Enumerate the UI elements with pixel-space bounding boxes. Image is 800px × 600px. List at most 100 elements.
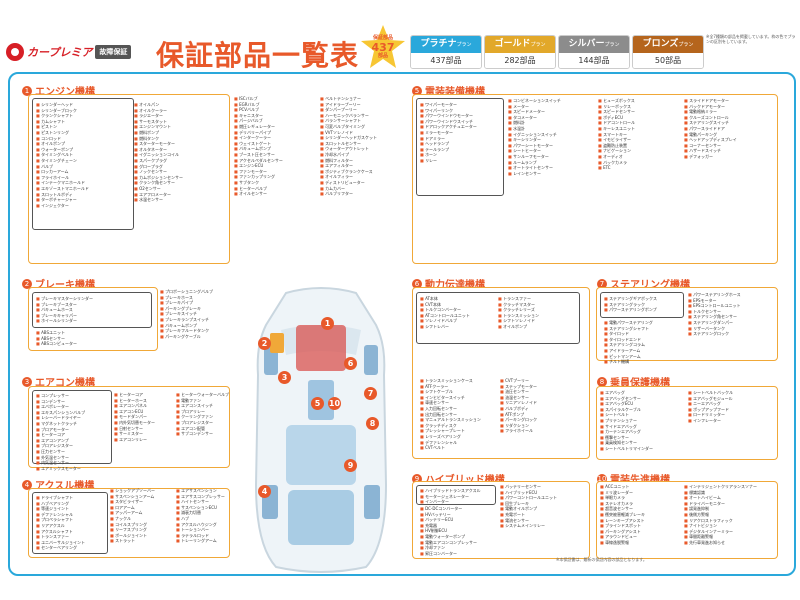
part-item: ピストン <box>36 124 128 130</box>
part-item: ブースト圧センサー <box>234 152 318 158</box>
part-item: コンプレッサー <box>36 393 108 399</box>
part-item: サーミスター <box>114 431 172 437</box>
engine-col-a: シリンダーヘッドシリンダーブロッククランクシャフトカムシャフトピストンピストンリ… <box>36 102 128 208</box>
marker-hybrid: 9 <box>344 459 357 472</box>
part-item: ワイパーモーター <box>420 102 500 108</box>
part-item: 電動オイルポンプ <box>500 506 584 512</box>
part-item: タイミングチェーン <box>36 158 128 164</box>
part-item: シートベルトバックル <box>688 390 772 396</box>
part-item: ソレノイドバルブ <box>420 318 494 324</box>
part-item: エンジンECU <box>234 163 318 169</box>
part-item: シフトソレノイド <box>498 318 574 324</box>
part-item: 標識認識 <box>684 490 772 496</box>
part-item: バッテリーセンサー <box>500 484 584 490</box>
part-item: 衝撃センサー <box>600 435 680 441</box>
part-item: アクスルシャフト <box>36 529 104 535</box>
part-item: EPSコントロールユニット <box>688 303 772 309</box>
advanced-col-b: インテリジェントクリアランスソナー標識認識オートハイビームドライバーモニター誤発… <box>684 484 772 546</box>
parts-count-star: 保証部品 437 部品 <box>360 24 406 70</box>
header-note: ※全7種類の部品を掲載しています。枠の色でプランの区別をしています。 <box>706 34 796 44</box>
part-item: ノックセンサー <box>134 169 226 175</box>
part-item: カムポジションセンサー <box>134 175 226 181</box>
part-item: パーキングアシスト <box>600 529 680 535</box>
plan-gold-header: ゴールドプラン <box>485 36 555 53</box>
part-item: 充電器 <box>420 523 494 529</box>
engine-col-d: ベルトテンショナーアイドラープーリーダンパープーリーハーモニックバランサーバラン… <box>320 96 402 197</box>
brake-inner-box <box>32 292 152 328</box>
part-item: インテークマニホールド <box>36 180 128 186</box>
electrical-inner-box <box>416 98 504 196</box>
part-item: パージバルブ <box>234 118 318 124</box>
part-item: 電流センサー <box>500 518 584 524</box>
part-item: プレッシャープレート <box>420 428 498 434</box>
part-item: キーレスユニット <box>598 126 680 132</box>
advanced-col-a: ACCユニットミリ波レーダー単眼カメラステレオカメラ超音波センサー衝突被害軽減ブ… <box>600 484 680 546</box>
part-item: エアミックスモーター <box>36 466 108 472</box>
part-item: ATFクーラー <box>420 384 498 390</box>
axle-inner-box <box>32 492 108 554</box>
electrical-col-a: ワイパーモーターワイパーリンクパワーウインドウモーターパワーウインドウスイッチド… <box>420 102 500 164</box>
part-item: エアコンアンプ <box>36 438 108 444</box>
marker-axle: 4 <box>258 485 271 498</box>
part-item: オーディオ <box>598 154 680 160</box>
part-item: 水温計 <box>508 126 594 132</box>
marker-occupant: 8 <box>366 417 379 430</box>
part-item: ETC <box>598 165 680 171</box>
part-item: ニーエアバッグ <box>688 401 772 407</box>
category-label: 動力伝達機構 <box>425 280 485 291</box>
part-item: オイルクーラー <box>134 108 226 114</box>
part-item: ブレーキパイプ <box>160 300 240 306</box>
plan-bronze-suffix: プラン <box>678 42 694 48</box>
part-item: ユニバーサルジョイント <box>36 540 104 546</box>
part-item: 単眼カメラ <box>600 495 680 501</box>
part-item: バルブボディ <box>500 406 580 412</box>
part-item: ダンパープーリー <box>320 107 402 113</box>
part-item: HVバッテリー <box>420 512 494 518</box>
part-item: ナックル <box>110 516 172 522</box>
part-item: エアバッグモジュール <box>688 396 772 402</box>
part-item: ショックアブソーバー <box>110 488 172 494</box>
plan-silver-header: シルバープラン <box>559 36 629 53</box>
part-item: ワイパーリンク <box>420 108 500 114</box>
part-item: 昇圧コンバーター <box>420 551 494 557</box>
part-item: シリンダーヘッドガスケット <box>320 135 402 141</box>
part-item: サブタンク <box>234 180 318 186</box>
part-item: ラジエーター <box>134 113 226 119</box>
car-illustration: 1 2 3 4 5 6 7 8 9 10 <box>226 285 416 575</box>
part-item: アクスルハウジング <box>176 522 238 528</box>
part-item: 水温センサー <box>134 197 226 203</box>
part-item: トランスファー <box>36 534 104 540</box>
part-item: ドアミラー <box>420 136 500 142</box>
category-number: 7 <box>597 278 607 289</box>
hybrid-col-b: DC-DCコンバーターHVバッテリーバッテリーECU充電器HV制御ECU電動ウォ… <box>420 506 494 556</box>
category-number: 3 <box>22 376 32 387</box>
part-item: ポジティブクランクケース <box>320 169 402 175</box>
part-item: 可変バルブタイミング <box>320 124 402 130</box>
part-item: O2センサー <box>134 186 226 192</box>
plan-gold-suffix: プラン <box>530 42 546 48</box>
part-item: ドライバーモニター <box>684 501 772 507</box>
part-item: プロポーショニングバルブ <box>160 289 240 295</box>
part-item: ATFポンプ <box>500 412 580 418</box>
plan-platinum-suffix: プラン <box>456 42 472 48</box>
part-item: CVTベルト <box>420 445 498 451</box>
part-item: ロッカーアーム <box>36 169 128 175</box>
part-item: リーフスプリング <box>110 527 172 533</box>
plan-silver-name: シルバー <box>568 39 605 49</box>
marker-ac: 3 <box>278 371 291 384</box>
steering-col-b: 電動パワーステアリングステアリングシャフトタイロッドタイロッドエンドステアリング… <box>604 320 682 365</box>
part-item: ブラインドスポット <box>600 523 680 529</box>
part-item: クランク角センサー <box>134 180 226 186</box>
brand-logo: カープレミア 故障保証 <box>6 42 132 62</box>
ac-col-b: ヒーターコアヒーターホースエアコンパネルエアコンECUモードダンパー内外気切替モ… <box>114 392 172 442</box>
part-item: イモビライザー <box>598 137 680 143</box>
star-icon <box>361 25 405 68</box>
steering-col-a: ステアリングギアボックスステアリングラックパワーステアリングポンプ <box>604 296 680 313</box>
part-item: ヒューズボックス <box>598 98 680 104</box>
part-item: 外気温センサー <box>36 455 108 461</box>
part-item: インバーター <box>420 499 492 505</box>
part-item: ドアロックアクチュエーター <box>420 124 500 130</box>
part-item: キャニスター <box>234 113 318 119</box>
part-item: 等速ジョイント <box>36 506 104 512</box>
